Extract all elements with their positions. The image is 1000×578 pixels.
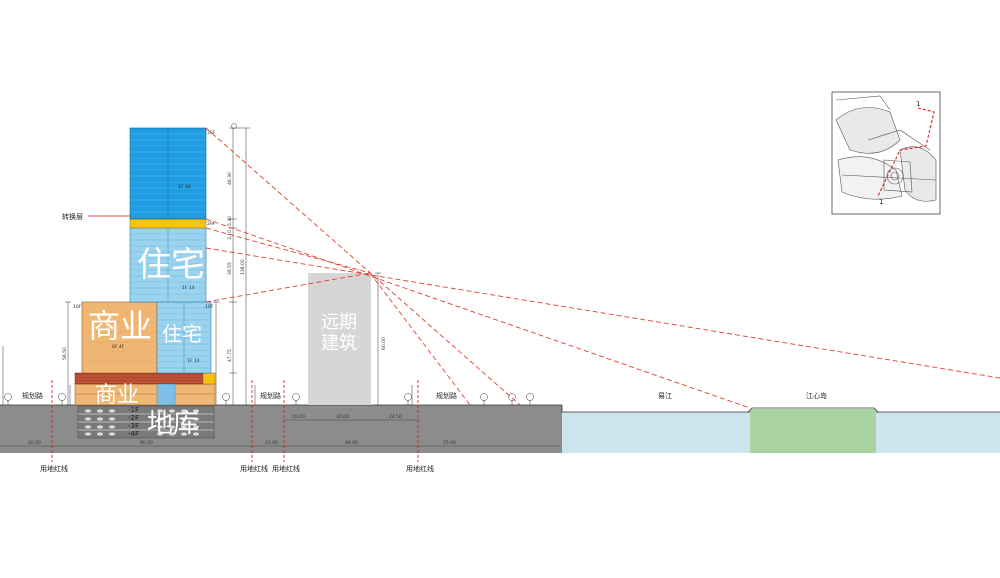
dim-ground-5: 90.00 [140, 440, 153, 446]
dim-tower-v1: 46.30 [227, 172, 233, 185]
label-redline-4: 用地红线 [406, 464, 434, 473]
res-floor-note-2: 1F 14 [187, 358, 200, 364]
label-redline-2: 用地红线 [240, 464, 268, 473]
label-road-left: 规划路 [22, 391, 43, 400]
basement-block: -1F -2F -3F -4F [77, 405, 215, 439]
river-island [750, 409, 876, 453]
label-residential-lower: 住宅 [162, 322, 202, 346]
tag-29f: 29F [207, 221, 216, 227]
label-transfer-floor: 转换层 [62, 212, 83, 221]
res-floor-note: 1F 14 [182, 285, 195, 291]
basement-level-1: -1F [128, 406, 139, 414]
key-plan: 1 1 [831, 91, 941, 215]
dim-ground-1: 20.00 [28, 440, 41, 446]
dim-future-height: 60.00 [381, 337, 387, 350]
tower-floor-note: 1F 18 [178, 184, 191, 190]
dim-ground-3: 80.00 [345, 440, 358, 446]
brick-band [75, 373, 203, 384]
key-plan-mark-top: 1 [916, 100, 920, 108]
label-road-mid: 规划路 [260, 391, 281, 400]
label-road-right: 规划路 [436, 391, 457, 400]
dim-ground-2: 15.00 [265, 440, 278, 446]
tag-10f-left: 10F [73, 304, 82, 310]
dim-left-vertical: 56.50 [62, 347, 68, 360]
basement-level-2: -2F [128, 414, 139, 422]
sight-lines [205, 127, 1000, 409]
key-plan-mark-bottom: 1 [879, 198, 883, 206]
label-redline-1: 用地红线 [40, 464, 68, 473]
label-future-line1: 远期 [321, 312, 357, 333]
label-commercial-lower: 商业 [95, 383, 139, 408]
tag-38f: 38F [207, 130, 216, 136]
dim-top-3: 24.50 [389, 414, 402, 420]
dim-tower-v4: 39.55 [227, 262, 233, 275]
dim-tower-v5: 47.75 [227, 349, 233, 362]
basement-level-4: -4F [128, 430, 139, 438]
label-redline-3: 用地红线 [272, 464, 300, 473]
label-river: 易江 [658, 392, 672, 400]
label-island: 江心岛 [806, 391, 827, 400]
tag-10f-right: 10F [205, 304, 214, 310]
comm-floor-note: 6F 4F [112, 344, 125, 350]
dim-tower-total: 138.00 [240, 259, 246, 275]
dim-ground-4: 25.00 [443, 440, 456, 446]
dim-top-2: 30.00 [336, 414, 349, 420]
site-red-lines [51, 380, 419, 462]
label-future-line2: 建筑 [321, 333, 357, 354]
label-commercial-upper: 商业 [88, 307, 152, 345]
label-residential-upper: 住宅 [137, 245, 205, 285]
dim-tower-v2: 5.40 [227, 216, 233, 226]
future-building [308, 273, 371, 405]
ground-dimension-lines [0, 419, 560, 447]
label-basement: 地库 [147, 409, 199, 439]
street-trees [4, 393, 534, 405]
transfer-floor-band [129, 218, 207, 229]
light-poles [2, 346, 413, 405]
dim-top-1: 10.00 [292, 414, 305, 420]
basement-level-3: -3F [128, 422, 139, 430]
